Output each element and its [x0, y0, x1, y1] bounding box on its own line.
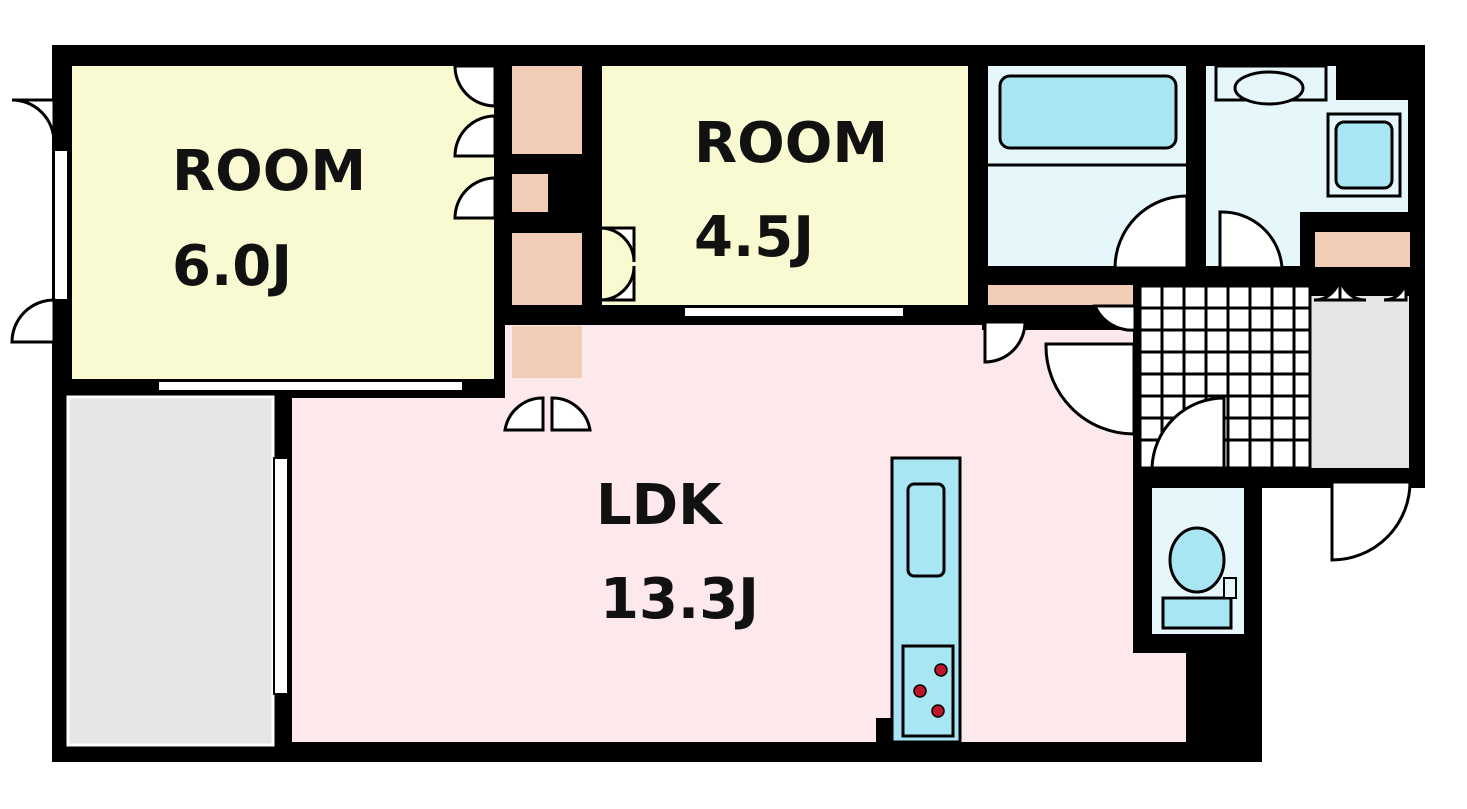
kitchen-counter [876, 456, 962, 744]
ldk-name: LDK [596, 473, 724, 538]
wash-basin [1214, 64, 1328, 106]
ldk-size: 13.3J [600, 567, 759, 632]
closets [512, 66, 1410, 378]
doors [10, 64, 1412, 562]
windows [53, 149, 905, 695]
kitchen-sink [906, 482, 946, 578]
room-6j-floor [72, 66, 494, 379]
entry-storage [1310, 296, 1409, 468]
balcony [66, 395, 275, 747]
room-4-5j-floor [602, 66, 968, 305]
room-4-5j-size: 4.5J [694, 205, 814, 270]
bathtub [998, 74, 1178, 150]
cooktop [901, 644, 955, 738]
room-6j-name: ROOM [172, 139, 366, 204]
room-6j-size: 6.0J [172, 234, 292, 299]
room-4-5j-name: ROOM [694, 111, 888, 176]
toilet [1161, 526, 1237, 630]
